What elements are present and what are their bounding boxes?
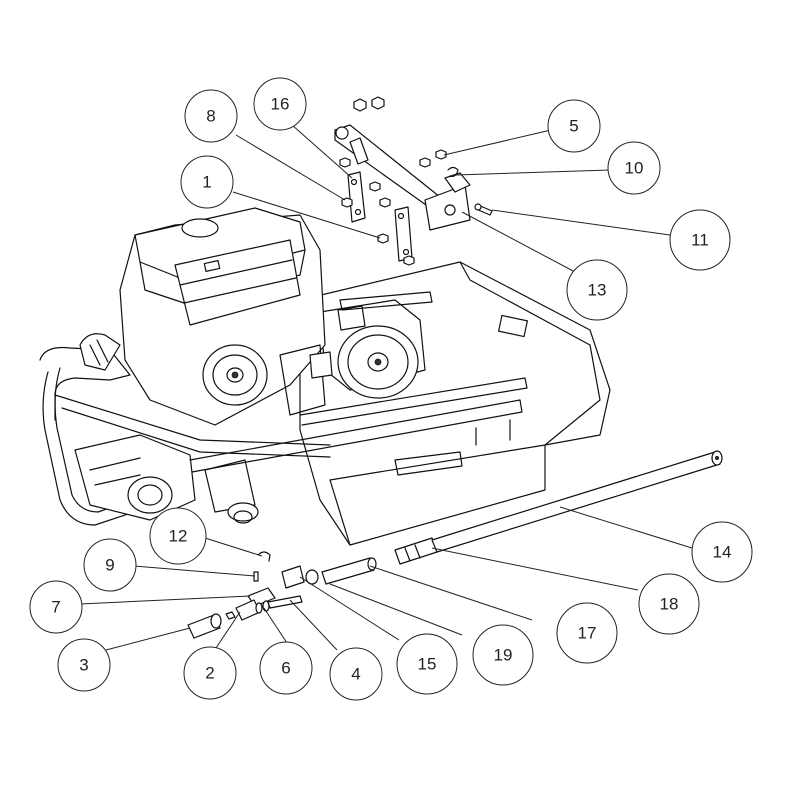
callout-label-17: 17	[578, 624, 597, 643]
callout-19: 19	[472, 624, 534, 686]
deck-rail	[339, 291, 433, 311]
engine	[119, 207, 333, 426]
callout-18: 18	[638, 573, 700, 635]
pin-9	[253, 571, 259, 582]
callout-label-12: 12	[169, 527, 188, 546]
clip-12	[257, 551, 271, 562]
callout-6: 6	[259, 641, 313, 695]
lower-frame-bar	[189, 399, 523, 473]
callout-17: 17	[556, 602, 618, 664]
callout-label-11: 11	[691, 231, 709, 250]
coupler-15	[281, 565, 305, 589]
callout-7: 7	[29, 580, 83, 634]
handle-frame	[39, 333, 331, 526]
callout-8: 8	[184, 89, 238, 143]
clip-10	[447, 166, 459, 177]
washer-6	[255, 602, 263, 614]
callouts: 8 16 1 5 10 11 13 12 9 7 3	[29, 77, 753, 701]
lower-parts	[187, 450, 723, 639]
bracket-plate-1	[394, 206, 413, 262]
callout-label-16: 16	[271, 95, 290, 114]
pin-4	[267, 595, 303, 609]
callout-label-13: 13	[588, 281, 607, 300]
callout-label-15: 15	[418, 655, 437, 674]
callout-14: 14	[691, 521, 753, 583]
callout-12: 12	[149, 507, 207, 565]
leader-lines	[79, 124, 693, 651]
callout-label-1: 1	[202, 173, 211, 192]
callout-3: 3	[57, 638, 111, 692]
loose-parts	[187, 96, 723, 639]
sleeve-18	[394, 537, 438, 565]
rod-19	[321, 557, 375, 585]
callout-5: 5	[547, 99, 601, 153]
machine-assembly	[39, 207, 611, 546]
callout-label-2: 2	[205, 664, 214, 683]
callout-label-8: 8	[206, 107, 215, 126]
callout-15: 15	[396, 633, 458, 695]
output-shaft	[204, 459, 259, 524]
callout-label-3: 3	[79, 656, 88, 675]
callout-13: 13	[566, 259, 628, 321]
callout-16: 16	[253, 77, 307, 131]
callout-label-10: 10	[625, 159, 644, 178]
callout-label-6: 6	[281, 659, 290, 678]
callout-4: 4	[329, 647, 383, 701]
callout-11: 11	[669, 209, 731, 271]
gearbox	[74, 434, 196, 521]
callout-10: 10	[607, 141, 661, 195]
upper-crossbar-13	[334, 124, 471, 231]
callout-2: 2	[183, 646, 237, 700]
callout-label-9: 9	[105, 556, 114, 575]
callout-1: 1	[180, 155, 234, 209]
callout-label-19: 19	[494, 646, 513, 665]
callout-label-4: 4	[351, 665, 360, 684]
callout-label-7: 7	[51, 598, 60, 617]
hardware-bolts	[339, 96, 447, 266]
callout-9: 9	[83, 538, 137, 592]
callout-label-5: 5	[569, 117, 578, 136]
callout-label-14: 14	[713, 543, 732, 562]
callout-label-18: 18	[660, 595, 679, 614]
bracket-plate-16	[347, 171, 366, 223]
